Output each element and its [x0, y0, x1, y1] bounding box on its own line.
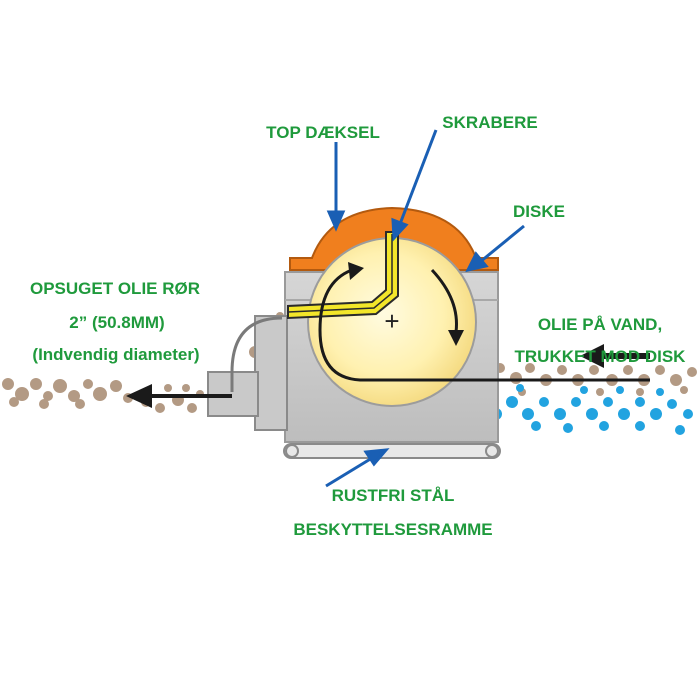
label-hose-line1: OPSUGET OLIE RØR	[30, 279, 200, 298]
label-frame-line2: BESKYTTELSESRAMME	[293, 520, 492, 539]
protection-frame	[283, 443, 501, 459]
label-oil-line1: OLIE PÅ VAND,	[538, 315, 662, 334]
rotation-arrow-head	[448, 330, 464, 346]
scraper-line	[287, 234, 393, 313]
label-hose-line3: (Indvendig diameter)	[32, 345, 199, 364]
pointer-frame	[325, 456, 373, 488]
inflow-arrow	[580, 344, 650, 368]
oil-flow-path-head	[348, 262, 364, 280]
outflow-arrow	[126, 384, 232, 408]
label-oil-line2: TRUKKET MOD DISK	[515, 347, 687, 366]
pointer-arrows	[325, 129, 525, 488]
disk-center-mark: +	[384, 306, 399, 336]
pointer-scraper	[398, 129, 438, 225]
oil-flow-path	[318, 268, 650, 382]
scraper	[287, 231, 399, 320]
label-scraper: SKRABERE	[442, 113, 537, 132]
label-disk: DISKE	[513, 202, 565, 221]
label-hose-line2: 2” (50.8MM)	[69, 313, 164, 332]
frame-end-right	[485, 444, 499, 458]
rotation-arrow	[430, 268, 458, 333]
labels: TOP DÆKSEL SKRABERE DISKE OPSUGET OLIE R…	[30, 113, 686, 539]
hose-outlet	[207, 315, 288, 431]
label-frame-line1: RUSTFRI STÅL	[332, 486, 455, 505]
label-top-cover: TOP DÆKSEL	[266, 123, 380, 142]
frame-end-left	[285, 444, 299, 458]
pointer-disk	[479, 224, 525, 264]
